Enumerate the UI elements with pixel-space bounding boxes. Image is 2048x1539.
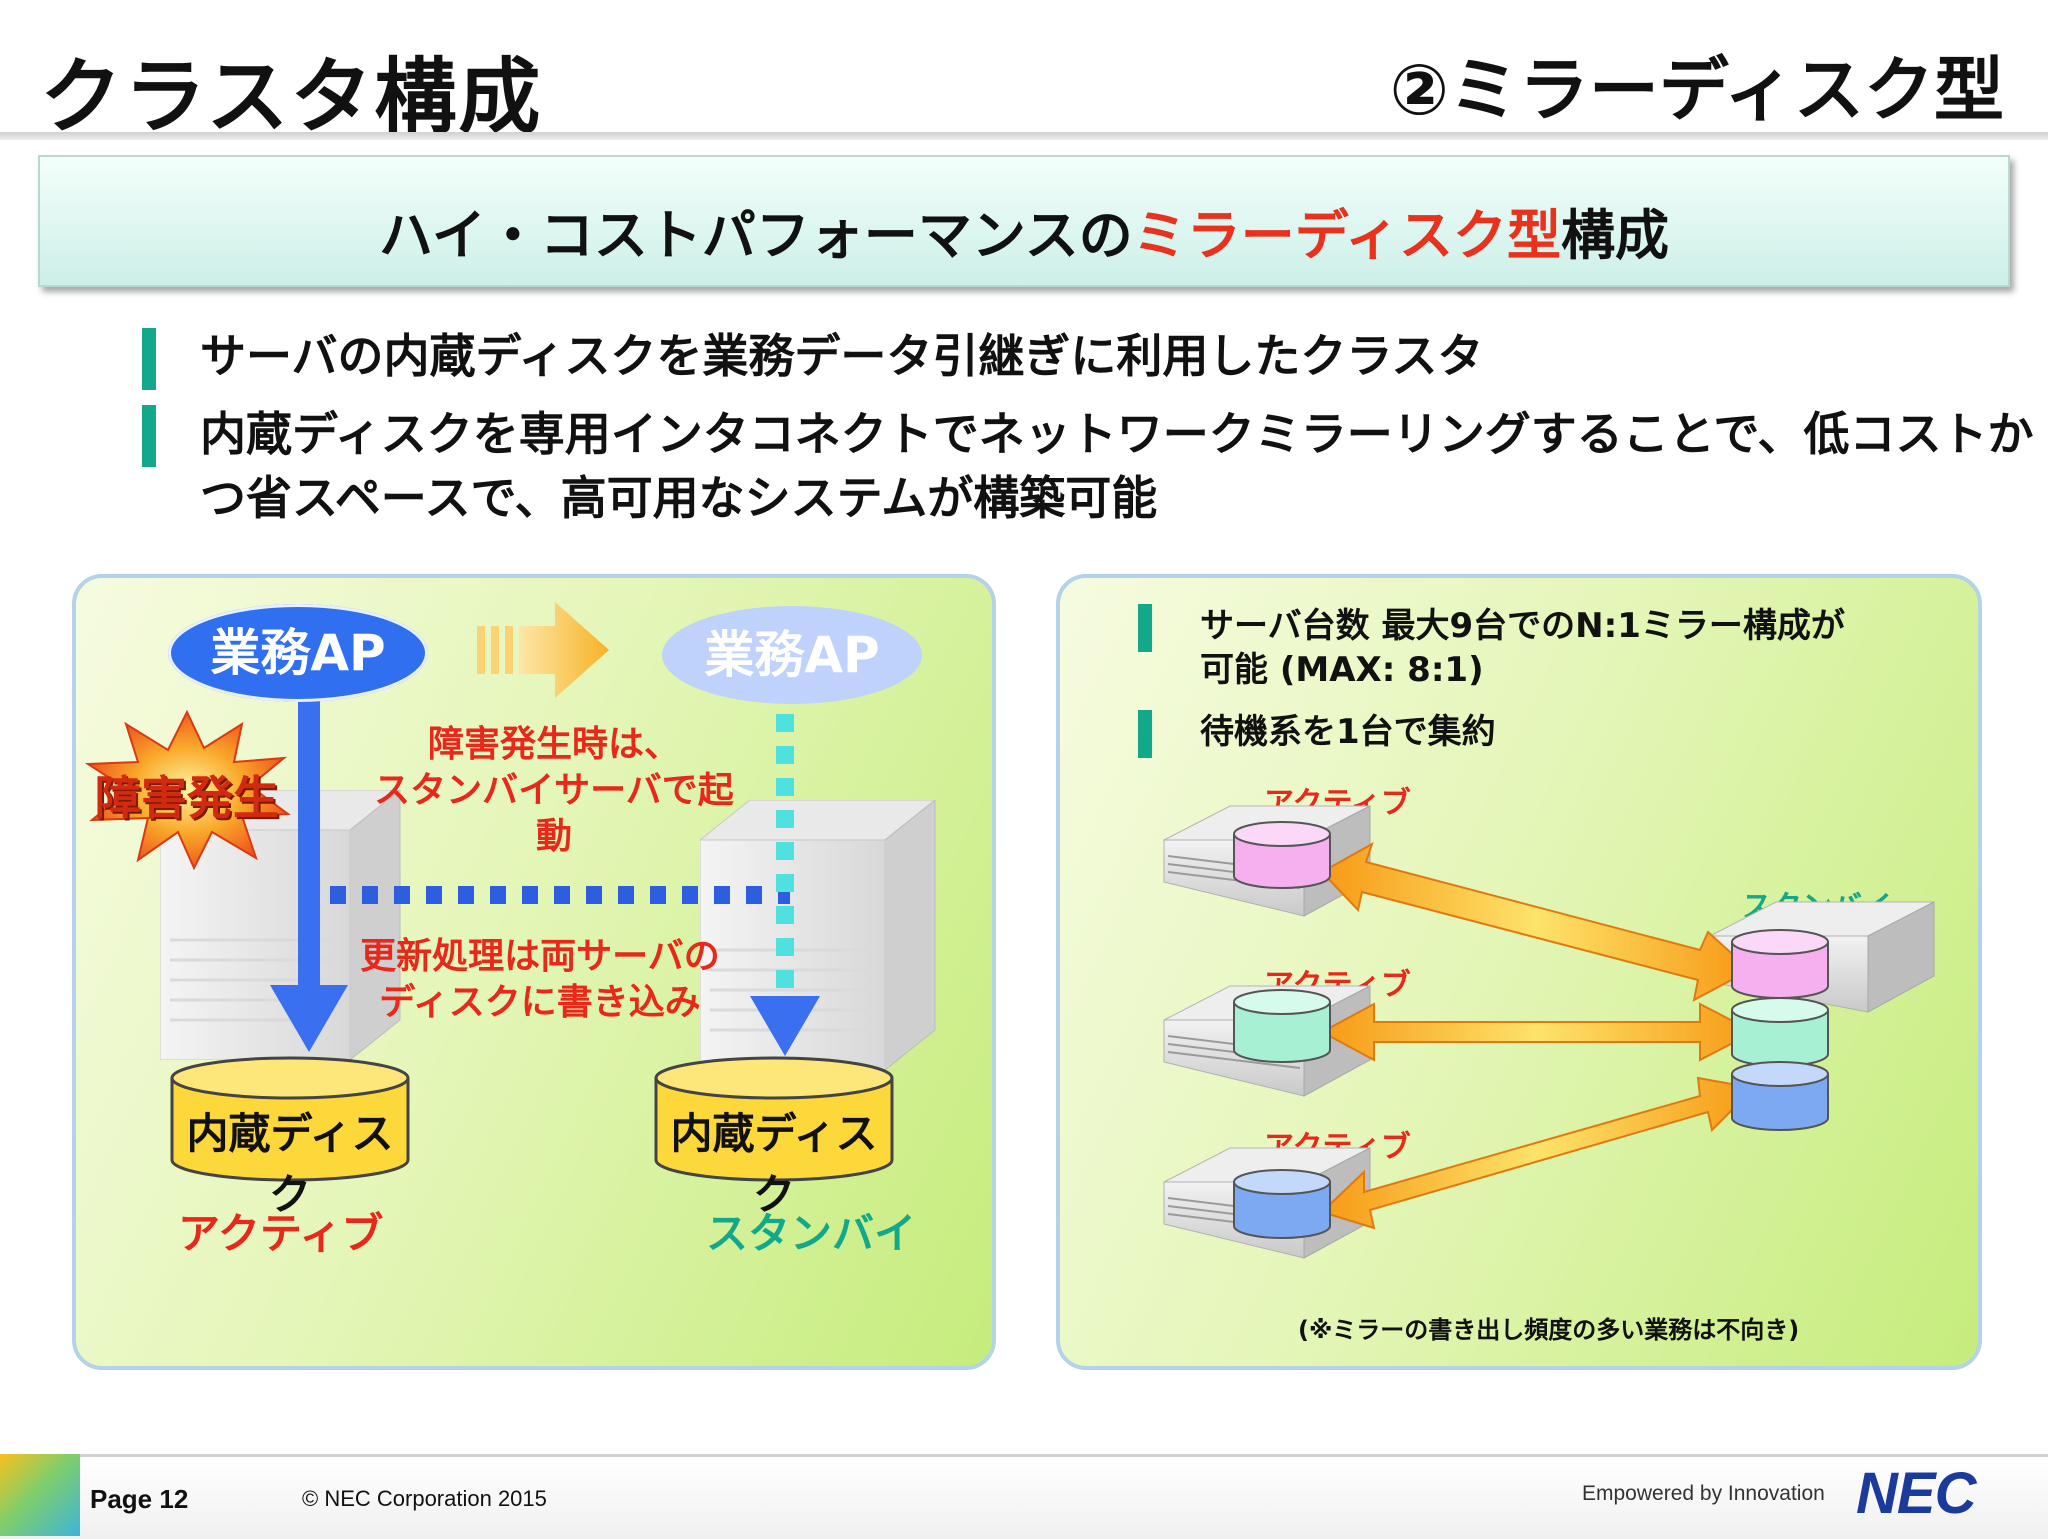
headline-highlight: ミラーディスク型 xyxy=(1132,204,1562,267)
active-ap-arrow xyxy=(270,680,348,1052)
footer-bar xyxy=(0,1454,2048,1539)
standby-disk-icon xyxy=(654,1056,894,1182)
active-disk-2-icon xyxy=(1233,989,1331,1063)
standby-role-label: スタンバイ xyxy=(706,1209,917,1258)
standby-app-ellipse: 業務AP xyxy=(662,606,922,704)
headline-prefix: ハイ・コストパフォーマンスの xyxy=(378,204,1133,267)
page-subtitle: ②ミラーディスク型 xyxy=(1389,49,2004,131)
nec-logo: NEC xyxy=(1856,1461,1976,1526)
mirror-arrow-3 xyxy=(1320,1076,1757,1230)
bullet-2-line2: つ省スペースで、高可用なシステムが構築可能 xyxy=(200,471,1158,525)
active-disk-label: 内蔵ディスク xyxy=(186,1109,394,1219)
mirror-topology-diagram xyxy=(1163,805,1935,1259)
page-number: Page 12 xyxy=(90,1484,189,1514)
bullet-marker xyxy=(142,328,156,390)
update-note-line1: 更新処理は両サーバの xyxy=(360,936,720,977)
failover-note-line2: スタンバイサーバで起動 xyxy=(374,770,734,857)
failure-burst-icon xyxy=(84,710,291,870)
bullet-2-line1: 内蔵ディスクを専用インタコネクトでネットワークミラーリングすることで、低コストか xyxy=(200,407,2034,461)
active-role-label: アクティブ xyxy=(178,1209,384,1258)
standby-disk-label: 内蔵ディスク xyxy=(670,1109,878,1219)
active-disk-icon xyxy=(170,1056,410,1182)
failover-note: 障害発生時は、 スタンバイサーバで起動 xyxy=(358,722,750,860)
update-note: 更新処理は両サーバの ディスクに書き込み xyxy=(350,934,730,1026)
bullet-marker xyxy=(142,405,156,467)
failure-label: 障害発生 xyxy=(95,771,279,825)
bullet-1: サーバの内蔵ディスクを業務データ引継ぎに利用したクラスタ xyxy=(200,324,1483,388)
headline-suffix: 構成 xyxy=(1561,204,1670,267)
active-app-ellipse: 業務AP xyxy=(168,604,428,702)
headline-text: ハイ・コストパフォーマンスのミラーディスク型構成 xyxy=(40,191,2008,270)
right-panel-note: (※ミラーの書き出し頻度の多い業務は不向き) xyxy=(1298,1316,1800,1344)
mirror-dotted-line xyxy=(330,886,790,904)
footer-swoosh-decoration xyxy=(0,1454,80,1536)
active-disk-3-icon xyxy=(1233,1169,1331,1239)
right-bullet-1: サーバ台数 最大9台でのN:1ミラー構成が 可能 (MAX: 8:1) xyxy=(1200,604,1845,692)
active-app-label: 業務AP xyxy=(210,624,386,682)
right-bullet-2: 待機系を1台で集約 xyxy=(1200,712,1496,752)
active-disk-1-icon xyxy=(1233,821,1331,889)
failover-arrow xyxy=(477,602,609,698)
standby-disk-blue-icon xyxy=(1731,1061,1829,1131)
standby-disk-pink-icon xyxy=(1731,929,1829,999)
mirror-arrow-2 xyxy=(1319,1002,1757,1062)
standby-disk-green-icon xyxy=(1731,997,1829,1067)
mirror-arrow-1 xyxy=(1320,841,1752,1002)
bullet-marker xyxy=(1138,604,1152,652)
header-divider xyxy=(0,132,2048,140)
update-note-line2: ディスクに書き込み xyxy=(379,982,701,1023)
bullet-marker xyxy=(1138,710,1152,758)
copyright: © NEC Corporation 2015 xyxy=(302,1486,547,1511)
right-bullet-1-line2: 可能 (MAX: 8:1) xyxy=(1200,650,1484,690)
tagline: Empowered by Innovation xyxy=(1582,1482,1825,1505)
bullet-1-text: サーバの内蔵ディスクを業務データ引継ぎに利用したクラスタ xyxy=(200,329,1484,383)
failover-note-line1: 障害発生時は、 xyxy=(427,724,680,765)
standby-app-label: 業務AP xyxy=(704,626,880,684)
bullet-2: 内蔵ディスクを専用インタコネクトでネットワークミラーリングすることで、低コストか… xyxy=(200,402,2034,530)
standby-ap-arrow xyxy=(750,714,820,1056)
right-bullet-1-line1: サーバ台数 最大9台でのN:1ミラー構成が xyxy=(1200,606,1845,646)
headline-banner: ハイ・コストパフォーマンスのミラーディスク型構成 xyxy=(38,155,2010,287)
page-title: クラスタ構成 xyxy=(40,50,543,145)
